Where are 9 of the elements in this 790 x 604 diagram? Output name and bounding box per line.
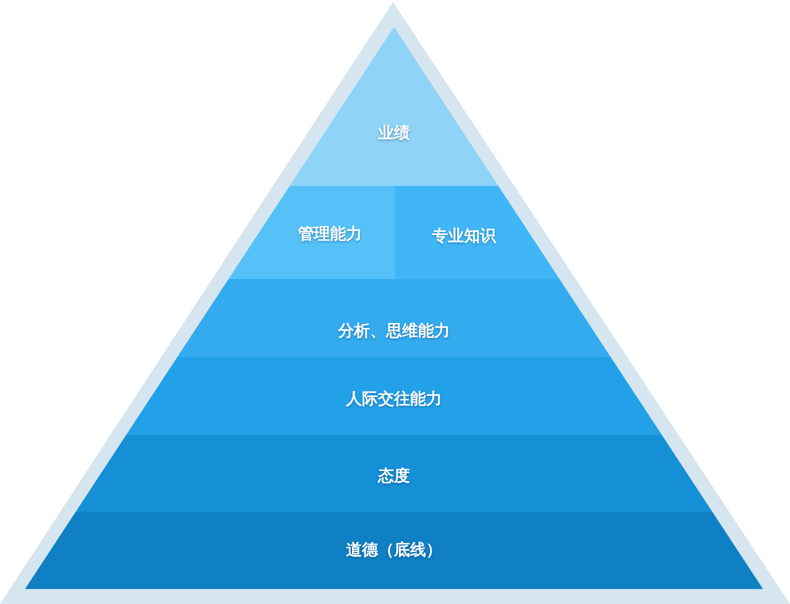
pyramid-level: [395, 186, 560, 279]
level-label: 道德（底线）: [346, 542, 442, 558]
level-label: 人际交往能力: [346, 391, 442, 407]
level-label: 态度: [378, 468, 410, 484]
level-label: 专业知识: [432, 228, 496, 244]
level-label: 分析、思维能力: [338, 323, 450, 339]
level-label: 业绩: [378, 125, 410, 141]
pyramid-level: [228, 186, 395, 279]
level-label: 管理能力: [298, 226, 362, 242]
